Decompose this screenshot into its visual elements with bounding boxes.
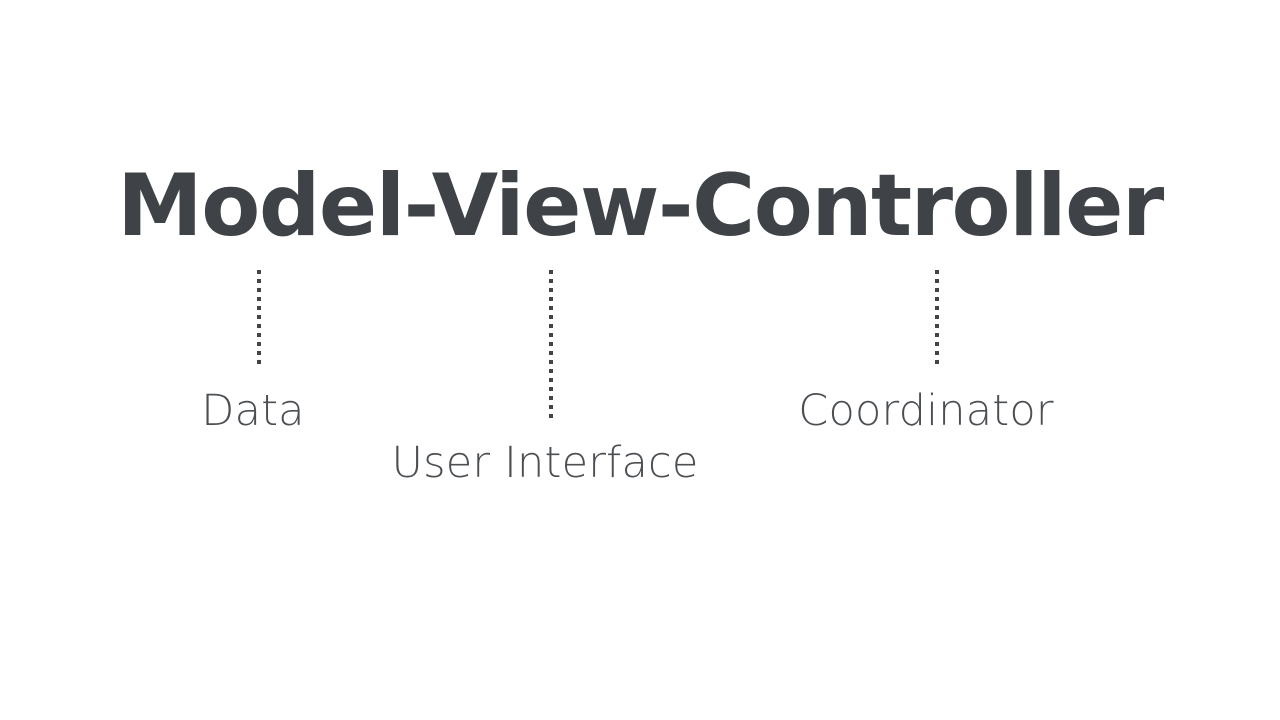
connector-dot <box>549 270 553 274</box>
connector-dot <box>549 360 553 364</box>
connector-dot <box>549 369 553 373</box>
connector-dot <box>549 297 553 301</box>
label-controller-coordinator: Coordinator <box>798 386 1054 436</box>
connector-dot <box>257 306 261 310</box>
connector-dot <box>257 342 261 346</box>
label-view-user-interface: User Interface <box>391 438 699 488</box>
connector-dot <box>935 342 939 346</box>
connector-dot <box>935 297 939 301</box>
connector-dot <box>549 324 553 328</box>
connector-dot <box>549 351 553 355</box>
connector-dot <box>549 306 553 310</box>
connector-dot <box>257 288 261 292</box>
connector-dot <box>257 333 261 337</box>
connector-dot <box>549 387 553 391</box>
connector-dot <box>935 333 939 337</box>
page-title: Model-View-Controller <box>117 156 1164 256</box>
connector-line-view <box>549 270 554 418</box>
label-model-data: Data <box>201 386 305 436</box>
connector-dot <box>549 396 553 400</box>
connector-dot <box>549 333 553 337</box>
connector-dot <box>549 378 553 382</box>
connector-dot <box>257 351 261 355</box>
connector-dot <box>935 306 939 310</box>
connector-dot <box>549 405 553 409</box>
connector-dot <box>257 279 261 283</box>
connector-dot <box>935 351 939 355</box>
connector-dot <box>935 360 939 364</box>
connector-dot <box>257 315 261 319</box>
connector-dot <box>935 324 939 328</box>
connector-dot <box>549 342 553 346</box>
connector-dot <box>549 414 553 418</box>
connector-dot <box>549 288 553 292</box>
connector-dot <box>935 270 939 274</box>
connector-dot <box>257 270 261 274</box>
connector-dot <box>935 288 939 292</box>
connector-line-model <box>257 270 262 364</box>
connector-dot <box>935 279 939 283</box>
connector-dot <box>257 297 261 301</box>
connector-dot <box>549 315 553 319</box>
connector-dot <box>257 324 261 328</box>
connector-dot <box>257 360 261 364</box>
connector-line-controller <box>935 270 940 364</box>
connector-dot <box>549 279 553 283</box>
connector-dot <box>935 315 939 319</box>
